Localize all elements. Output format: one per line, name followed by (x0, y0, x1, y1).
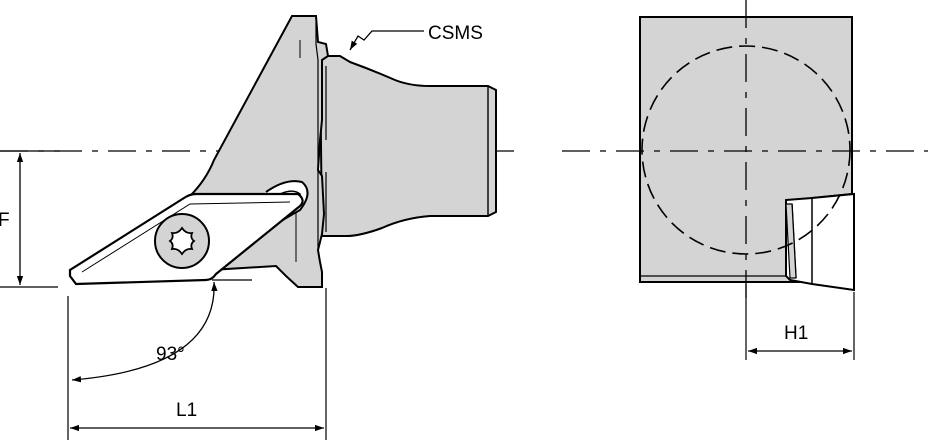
torx-icon (168, 226, 196, 256)
end-view-insert (785, 192, 855, 292)
h1-label: H1 (784, 323, 808, 344)
csms-leader-line (349, 30, 424, 51)
dimension-angle: 93° (71, 279, 252, 383)
dimension-l1: L1 (67, 288, 327, 440)
dimension-f: F (0, 150, 60, 288)
dimension-h1: H1 (745, 284, 855, 360)
csms-shank (318, 55, 497, 237)
l1-label: L1 (176, 400, 197, 421)
csms-label: CSMS (428, 23, 483, 44)
angle-label: 93° (156, 344, 185, 365)
angle-arc (71, 281, 218, 383)
insert-chamfer-line (81, 201, 291, 273)
end-view-insert-face (785, 203, 797, 279)
f-label: F (0, 210, 10, 231)
end-view (562, 0, 928, 300)
side-view (0, 15, 520, 288)
callout-csms: CSMS (349, 23, 483, 51)
flange-face-line (315, 22, 319, 250)
